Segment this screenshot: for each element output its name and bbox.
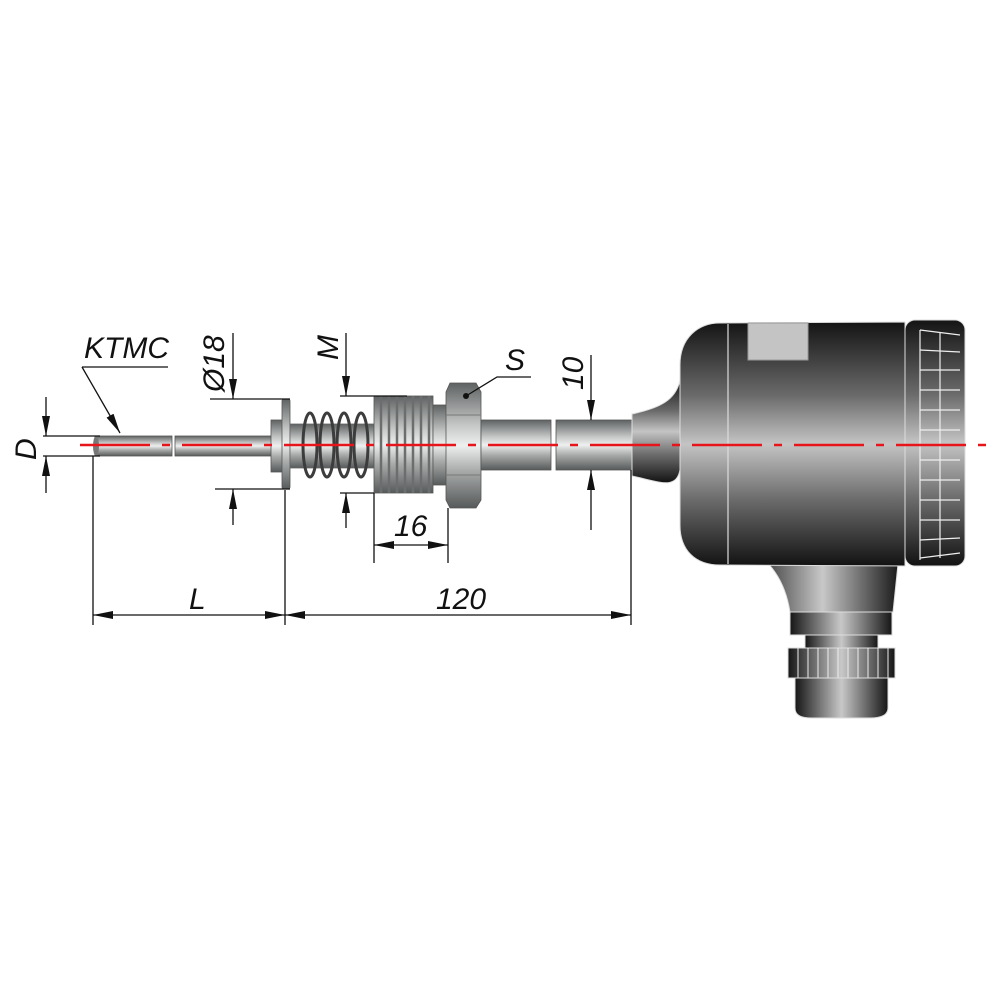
label-thread-length: 16 <box>394 510 428 543</box>
hex-nut <box>445 382 482 509</box>
label-flange-diameter: Ø18 <box>198 335 231 393</box>
nameplate <box>747 322 809 361</box>
head-cover <box>904 319 966 567</box>
label-immersion-length: L <box>189 583 206 616</box>
label-neck-length: 120 <box>436 583 486 616</box>
label-thread: M <box>312 335 345 360</box>
cable-gland <box>787 611 896 719</box>
connection-head <box>631 319 966 719</box>
label-wrench-size: S <box>505 344 525 377</box>
label-tube-diameter: 10 <box>557 356 590 390</box>
label-probe-diameter: D <box>10 438 43 460</box>
dimension-lines <box>42 333 632 625</box>
label-sensor: KTMC <box>84 332 169 365</box>
